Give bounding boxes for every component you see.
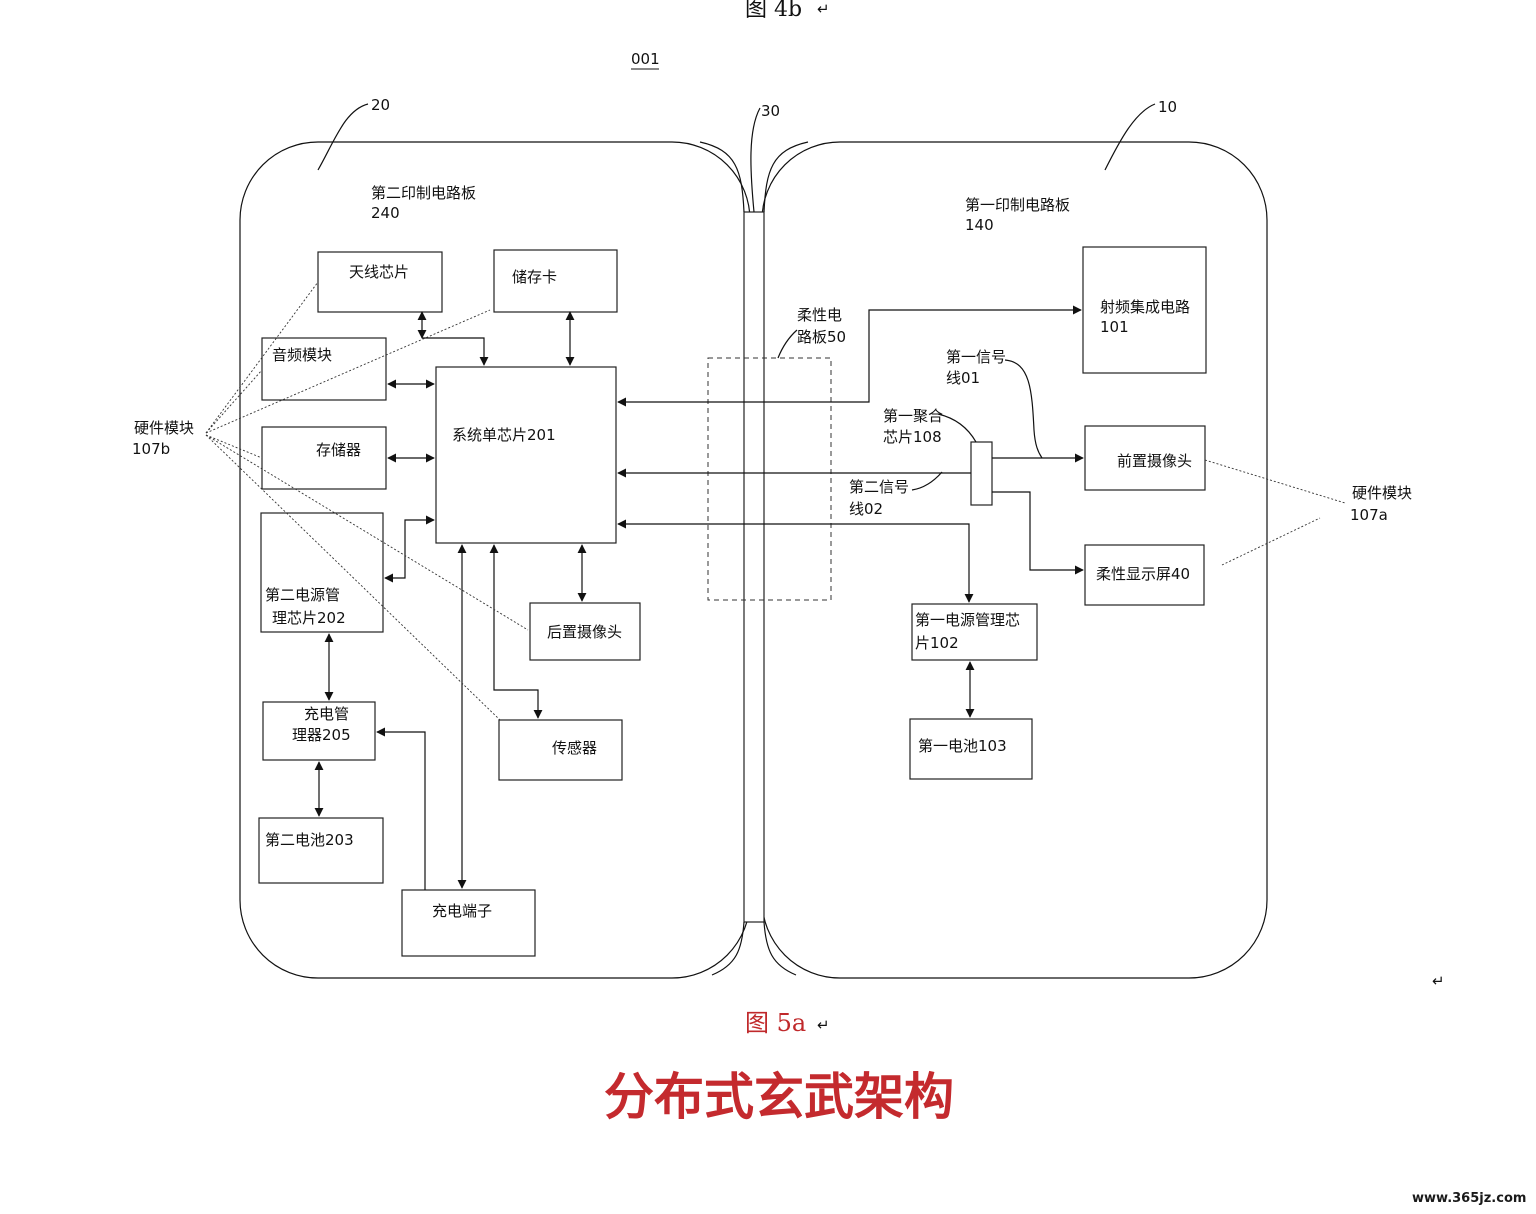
sensor-box bbox=[498, 719, 623, 781]
link-pmic2-soc bbox=[384, 515, 435, 583]
ref-10: 10 bbox=[1158, 98, 1177, 116]
rear-camera-label: 后置摄像头 bbox=[547, 623, 622, 641]
signal-line-1-label-1: 第一信号 bbox=[946, 348, 1006, 366]
pmic1-label-1: 第一电源管理芯 bbox=[915, 611, 1020, 629]
link-soc-sensor bbox=[489, 544, 543, 719]
signal-line-1-label-2: 线01 bbox=[946, 369, 980, 387]
hw-module-b-dotted-leaders bbox=[205, 281, 529, 721]
hw-module-a-label: 硬件模块 bbox=[1352, 484, 1412, 502]
figure-caption: 图 5a bbox=[745, 1009, 806, 1037]
hinge-bottom-right-curve bbox=[763, 921, 797, 976]
antenna-chip-box bbox=[317, 251, 443, 313]
soc-label: 系统单芯片201 bbox=[452, 426, 556, 444]
link-soc-pmic1 bbox=[617, 519, 974, 603]
banner-title: 分布式玄武架构 bbox=[604, 1068, 954, 1126]
flex-board-label-1: 柔性电 bbox=[797, 306, 842, 324]
aggregation-chip-leader bbox=[937, 413, 977, 443]
pmic2-label-1: 第二电源管 bbox=[265, 586, 340, 604]
rf-ic-label-2: 101 bbox=[1100, 318, 1129, 336]
ref-30-leader bbox=[750, 107, 761, 213]
aggregation-chip-label-1: 第一聚合 bbox=[883, 407, 943, 425]
rf-ic-box bbox=[1082, 246, 1207, 374]
flex-board-leader bbox=[777, 329, 798, 359]
link-aggregation-flex-display bbox=[992, 491, 1084, 575]
flex-board-label-2: 路板50 bbox=[797, 328, 846, 346]
link-charge-port-charge-manager bbox=[376, 727, 426, 890]
hinge-top-right-curve bbox=[763, 141, 809, 213]
aggregation-chip-box bbox=[970, 441, 993, 506]
flex-display-label: 柔性显示屏40 bbox=[1096, 565, 1190, 583]
signal-line-2-leader bbox=[911, 471, 943, 491]
watermark: www.365jz.com bbox=[1412, 1191, 1526, 1206]
signal-line-2-label-2: 线02 bbox=[849, 500, 883, 518]
sensor-label: 传感器 bbox=[552, 739, 597, 757]
battery1-label: 第一电池103 bbox=[918, 737, 1007, 755]
charge-manager-box bbox=[262, 701, 376, 761]
charge-port-label: 充电端子 bbox=[432, 902, 492, 920]
storage-card-label: 储存卡 bbox=[512, 268, 557, 286]
rf-ic-label-1: 射频集成电路 bbox=[1100, 298, 1190, 316]
ref-20: 20 bbox=[371, 96, 390, 114]
front-camera-box bbox=[1084, 425, 1206, 491]
hinge-top-left-curve bbox=[699, 141, 745, 213]
ref-10-leader bbox=[1104, 103, 1156, 171]
ref-30: 30 bbox=[761, 102, 780, 120]
pmic2-label-2: 理芯片202 bbox=[272, 609, 346, 627]
front-camera-label: 前置摄像头 bbox=[1117, 452, 1192, 470]
return-mark-top: ↵ bbox=[817, 0, 830, 18]
flex-display-box bbox=[1084, 544, 1205, 606]
battery2-box bbox=[258, 817, 384, 884]
ref-20-leader bbox=[317, 103, 369, 171]
antenna-chip-label: 天线芯片 bbox=[349, 263, 409, 281]
pmic1-label-2: 片102 bbox=[915, 634, 959, 652]
right-board-title: 第一印制电路板 bbox=[965, 196, 1070, 214]
charge-manager-label-2: 理器205 bbox=[292, 726, 351, 744]
device-ref: 001 bbox=[631, 50, 660, 68]
pmic1-box bbox=[911, 603, 1038, 661]
hw-module-a-number: 107a bbox=[1350, 506, 1388, 524]
left-board-number: 240 bbox=[371, 204, 400, 222]
return-mark-bottom: ↵ bbox=[817, 1016, 830, 1034]
battery1-box bbox=[909, 718, 1033, 780]
flex-board-region bbox=[707, 357, 832, 601]
signal-line-1-leader bbox=[1004, 359, 1043, 459]
caption-top: 图 4b bbox=[745, 0, 802, 22]
return-mark-right: ↵ bbox=[1432, 972, 1445, 990]
hw-module-a-dotted-leaders bbox=[1204, 459, 1346, 566]
link-soc-rf-ic bbox=[617, 305, 1082, 407]
hw-module-b-label: 硬件模块 bbox=[134, 419, 194, 437]
memory-label: 存储器 bbox=[316, 441, 361, 459]
audio-module-box bbox=[261, 337, 387, 401]
pmic2-box bbox=[260, 512, 384, 633]
storage-card-box bbox=[493, 249, 618, 313]
signal-line-2-label-1: 第二信号 bbox=[849, 478, 909, 496]
link-antenna-soc bbox=[422, 337, 489, 366]
left-board-title: 第二印制电路板 bbox=[371, 184, 476, 202]
aggregation-chip-label-2: 芯片108 bbox=[883, 428, 942, 446]
battery2-label: 第二电池203 bbox=[265, 831, 354, 849]
charge-port-box bbox=[401, 889, 536, 957]
charge-manager-label-1: 充电管 bbox=[304, 705, 349, 723]
hinge-bottom-left-curve bbox=[711, 921, 745, 976]
hw-module-b-number: 107b bbox=[132, 440, 170, 458]
hinge bbox=[743, 211, 765, 923]
audio-module-label: 音频模块 bbox=[272, 346, 332, 364]
right-board-number: 140 bbox=[965, 216, 994, 234]
soc-box bbox=[435, 366, 617, 544]
